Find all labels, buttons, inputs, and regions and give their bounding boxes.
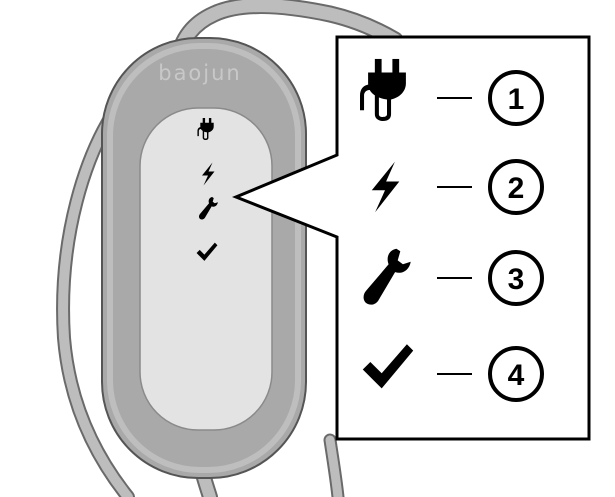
upper-cable (171, 0, 402, 67)
callout-box (232, 35, 591, 441)
legend-row-4: 4 (362, 344, 544, 402)
legend-row-2: 2 (371, 159, 544, 215)
callout-number-2 (488, 159, 544, 215)
callout-number-4 (488, 346, 544, 402)
brand-logo: baojun (158, 61, 242, 85)
number-label-2: 2 (508, 172, 525, 205)
legend-row-3: 3 (363, 248, 544, 306)
callout-number-3 (488, 250, 544, 306)
status-panel (139, 107, 273, 431)
housing-highlight (107, 43, 301, 473)
left-cable (58, 87, 133, 497)
number-label-3: 3 (508, 263, 525, 296)
callout-number-1 (488, 70, 544, 126)
legend-row-1: 1 (360, 58, 544, 126)
number-label-1: 1 (508, 83, 525, 116)
number-label-4: 4 (508, 359, 525, 392)
right-lower-cable (325, 435, 343, 497)
